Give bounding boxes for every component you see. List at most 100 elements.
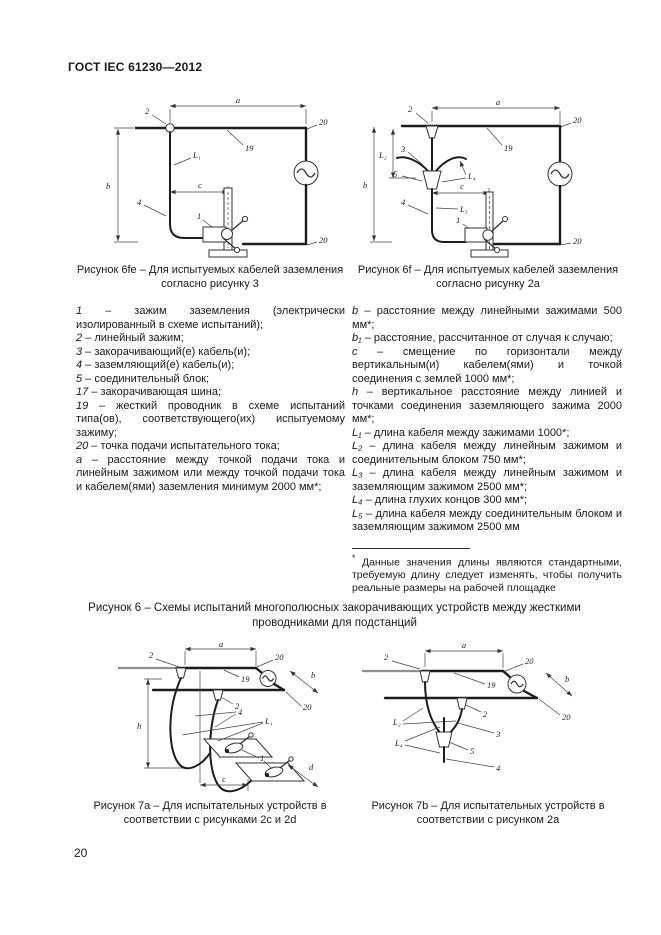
label-L1: L₁ <box>192 150 201 160</box>
label-2-top: 2 <box>384 652 389 662</box>
dimension-b: b <box>363 127 392 243</box>
figure-6e-diagram: a 2 19 20 20 b L₁ c 4 <box>106 95 328 258</box>
shorting-cable-right <box>446 708 463 736</box>
label-5: 5 <box>470 746 474 756</box>
legend-item: 20 – точка подачи испытательного тока; <box>76 440 280 452</box>
dimension-a: a <box>169 95 307 124</box>
label-4: 4 <box>137 197 142 207</box>
label-c: c <box>460 181 464 191</box>
connecting-block-icon <box>422 170 442 190</box>
label-1: 1 <box>456 215 460 225</box>
label-2: 2 <box>408 104 413 114</box>
label-b: b <box>565 674 569 684</box>
legend-item: 5 – соединительный блок; <box>76 372 210 385</box>
dimension-a: a <box>424 640 504 668</box>
label-c: c <box>198 180 202 190</box>
label-3: 3 <box>400 144 405 154</box>
legend-item: h – вертикальное расстояние между линией… <box>352 386 622 425</box>
figure-7b-diagram: a 2 20 19 b 20 2 L₂ <box>362 640 573 773</box>
label-1: 1 <box>197 211 201 221</box>
grounding-cable-1 <box>169 677 211 770</box>
page-number: 20 <box>74 846 88 860</box>
label-20-top: 20 <box>573 115 582 125</box>
label-L2: L₂ <box>392 717 401 727</box>
legend-item: 2 – линейный зажим; <box>76 332 184 344</box>
label-L2: L₂ <box>378 150 387 160</box>
line-clamp-icon <box>419 670 431 683</box>
connecting-block-icon <box>435 731 453 748</box>
label-a: a <box>462 640 466 650</box>
label-L3: L₃ <box>459 204 468 214</box>
ground-clamp-device-icon <box>464 191 509 258</box>
legend-left-column: 1 – зажим заземления (электрически изоли… <box>76 305 345 494</box>
label-2-mid: 2 <box>235 701 240 711</box>
label-19: 19 <box>487 680 496 690</box>
legend-item: 1 – зажим заземления (электрически изоли… <box>76 305 345 331</box>
label-4: 4 <box>401 197 406 207</box>
figure-7a-diagram: a 2 19 20 b 2 20 h <box>118 639 319 793</box>
figure-6e-caption: Рисунок 6fe – Для испытуемых кабелей заз… <box>76 264 344 290</box>
label-b: b <box>311 670 315 680</box>
legend-right-column: b – расстояние между линейными зажимами … <box>352 305 622 535</box>
label-20-top: 20 <box>275 652 284 662</box>
label-19: 19 <box>241 674 250 684</box>
grounding-cable <box>169 131 206 239</box>
dimension-b: b <box>106 127 138 243</box>
dimension-c: c <box>200 774 249 791</box>
ground-clamp-icon-1 <box>224 732 254 754</box>
label-2-top: 2 <box>149 650 154 660</box>
label-5: 5 <box>393 169 397 179</box>
footnote-rule <box>352 548 470 549</box>
dimension-b: b <box>289 670 319 694</box>
label-3: 3 <box>495 729 500 739</box>
test-current-circuit <box>254 666 286 692</box>
dimension-a: a <box>184 639 257 666</box>
dimension-L2: L₂ <box>378 129 416 179</box>
line-clamp-icon <box>212 689 224 701</box>
footnote-marker: * <box>352 553 356 563</box>
label-c: c <box>222 774 226 784</box>
figure-7a-caption: Рисунок 7a – Для испытательных устройств… <box>93 800 327 826</box>
legend-item: L₄ – длина глухих концов 300 мм*; <box>352 494 528 506</box>
label-d: d <box>309 762 314 772</box>
figure-6f-diagram: a 2 19 20 20 b L₂ <box>363 97 582 258</box>
label-20-bottom: 20 <box>573 236 582 246</box>
label-b: b <box>106 181 110 191</box>
label-L4: L₄ <box>394 738 403 748</box>
legend-item: b₁ – расстояние, рассчитанное от случая … <box>352 332 613 344</box>
footnote: * Данные значения длины являются стандар… <box>352 548 622 595</box>
label-19: 19 <box>504 143 513 153</box>
shorting-cable-left <box>396 156 430 173</box>
legend-item: L₃ – длина кабеля между линейным зажимом… <box>352 467 622 493</box>
label-20-top: 20 <box>319 117 328 127</box>
label-19: 19 <box>245 143 254 153</box>
label-h: h <box>137 721 141 731</box>
ground-clamp-icon-2 <box>264 756 294 778</box>
legend-item: L₂ – длина кабеля между линейным зажимом… <box>352 440 622 466</box>
footnote-text: Данные значения длины являются стандартн… <box>352 556 622 595</box>
grounding-cable <box>431 188 467 243</box>
figure-6f-caption: Рисунок 6f – Для испытуемых кабелей зазе… <box>357 264 619 290</box>
figure-6-caption: Рисунок 6 – Схемы испытаний многополюсны… <box>88 602 581 629</box>
label-L4: L₄ <box>467 171 476 181</box>
label-a: a <box>236 95 240 105</box>
page-title: ГОСТ IEC 61230—2012 <box>68 60 203 74</box>
legend-item: 3 – закорачивающий(е) кабель(и); <box>76 345 251 358</box>
legend-item: L₁ – длина кабеля между зажимами 1000*; <box>352 426 570 439</box>
legend-item: 19 – жесткий проводник в схеме испытаний… <box>76 399 345 439</box>
label-2-mid: 2 <box>483 709 488 719</box>
line-clamp-icon <box>165 123 175 133</box>
label-1: 1 <box>260 753 264 763</box>
dimension-b: b <box>545 672 573 697</box>
dimension-h: h <box>137 678 186 769</box>
dimension-c: c <box>432 181 490 200</box>
dimension-d: d <box>287 762 319 788</box>
test-current-circuit <box>492 124 573 246</box>
label-20-bottom: 20 <box>303 702 312 712</box>
legend-item: 4 – заземляющий(е) кабель(и); <box>76 359 235 371</box>
ground-clamp-device-icon <box>202 187 249 258</box>
label-b: b <box>363 180 367 190</box>
label-a: a <box>219 639 223 649</box>
line-clamp-icon <box>425 125 439 139</box>
